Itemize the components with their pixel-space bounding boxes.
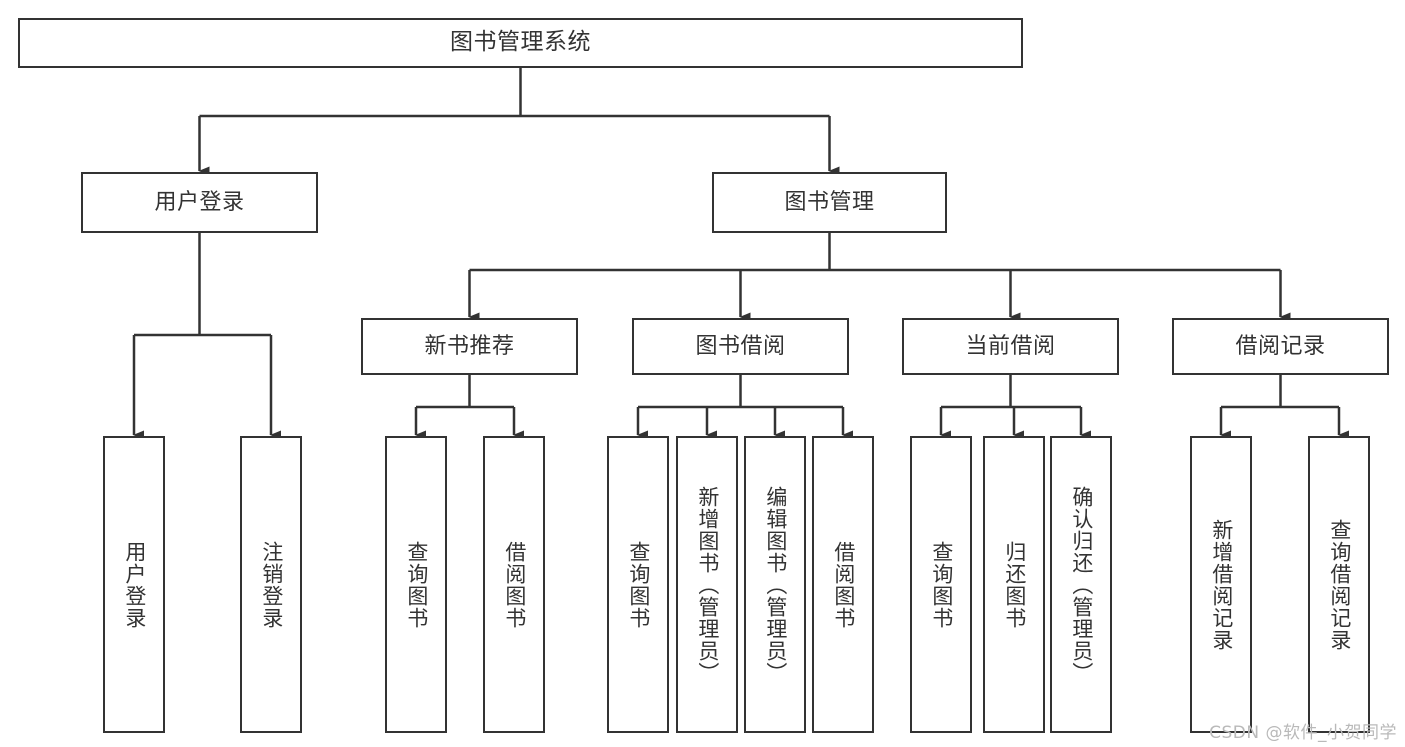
node-label: 借阅图书 xyxy=(831,540,856,629)
node-label: 查询图书 xyxy=(626,540,651,629)
node-leaf-confirm-return[interactable]: 确认归还（管理员） xyxy=(1050,436,1112,733)
node-current-borrow[interactable]: 当前借阅 xyxy=(902,318,1119,375)
node-label: 新增借阅记录 xyxy=(1209,518,1234,651)
node-label: 归还图书 xyxy=(1002,540,1027,629)
node-leaf-query-book-3[interactable]: 查询图书 xyxy=(910,436,972,733)
node-leaf-user-login[interactable]: 用户登录 xyxy=(103,436,165,733)
node-leaf-return-book[interactable]: 归还图书 xyxy=(983,436,1045,733)
node-label: 用户登录 xyxy=(122,540,147,629)
connector-lines xyxy=(132,68,1349,440)
node-label: 图书借阅 xyxy=(695,333,786,359)
node-label: 当前借阅 xyxy=(965,333,1056,359)
node-leaf-add-record[interactable]: 新增借阅记录 xyxy=(1190,436,1252,733)
node-label: 用户登录 xyxy=(154,189,245,215)
node-label: 新书推荐 xyxy=(424,333,515,359)
node-book-borrow[interactable]: 图书借阅 xyxy=(632,318,849,375)
node-borrow-record[interactable]: 借阅记录 xyxy=(1172,318,1389,375)
node-label: 借阅记录 xyxy=(1235,333,1326,359)
node-label: 图书管理系统 xyxy=(450,29,591,56)
watermark-label: CSDN @软件_小贺同学 xyxy=(1209,723,1397,743)
node-leaf-add-book[interactable]: 新增图书（管理员） xyxy=(676,436,738,733)
node-label: 借阅图书 xyxy=(502,540,527,629)
node-leaf-borrow-book-1[interactable]: 借阅图书 xyxy=(483,436,545,733)
node-leaf-query-record[interactable]: 查询借阅记录 xyxy=(1308,436,1370,733)
node-root[interactable]: 图书管理系统 xyxy=(18,18,1023,68)
node-label: 查询图书 xyxy=(929,540,954,629)
node-label: 新增图书（管理员） xyxy=(695,485,720,684)
node-label: 查询借阅记录 xyxy=(1327,518,1352,651)
node-label: 编辑图书（管理员） xyxy=(763,485,788,684)
node-leaf-borrow-book-2[interactable]: 借阅图书 xyxy=(812,436,874,733)
node-new-book-rec[interactable]: 新书推荐 xyxy=(361,318,578,375)
node-book-manage[interactable]: 图书管理 xyxy=(712,172,947,233)
node-leaf-query-book-2[interactable]: 查询图书 xyxy=(607,436,669,733)
node-leaf-user-logout[interactable]: 注销登录 xyxy=(240,436,302,733)
node-label: 注销登录 xyxy=(259,540,284,629)
node-label: 确认归还（管理员） xyxy=(1069,485,1094,684)
node-user-login[interactable]: 用户登录 xyxy=(81,172,318,233)
node-label: 查询图书 xyxy=(404,540,429,629)
node-label: 图书管理 xyxy=(784,189,875,215)
node-leaf-query-book-1[interactable]: 查询图书 xyxy=(385,436,447,733)
node-leaf-edit-book[interactable]: 编辑图书（管理员） xyxy=(744,436,806,733)
